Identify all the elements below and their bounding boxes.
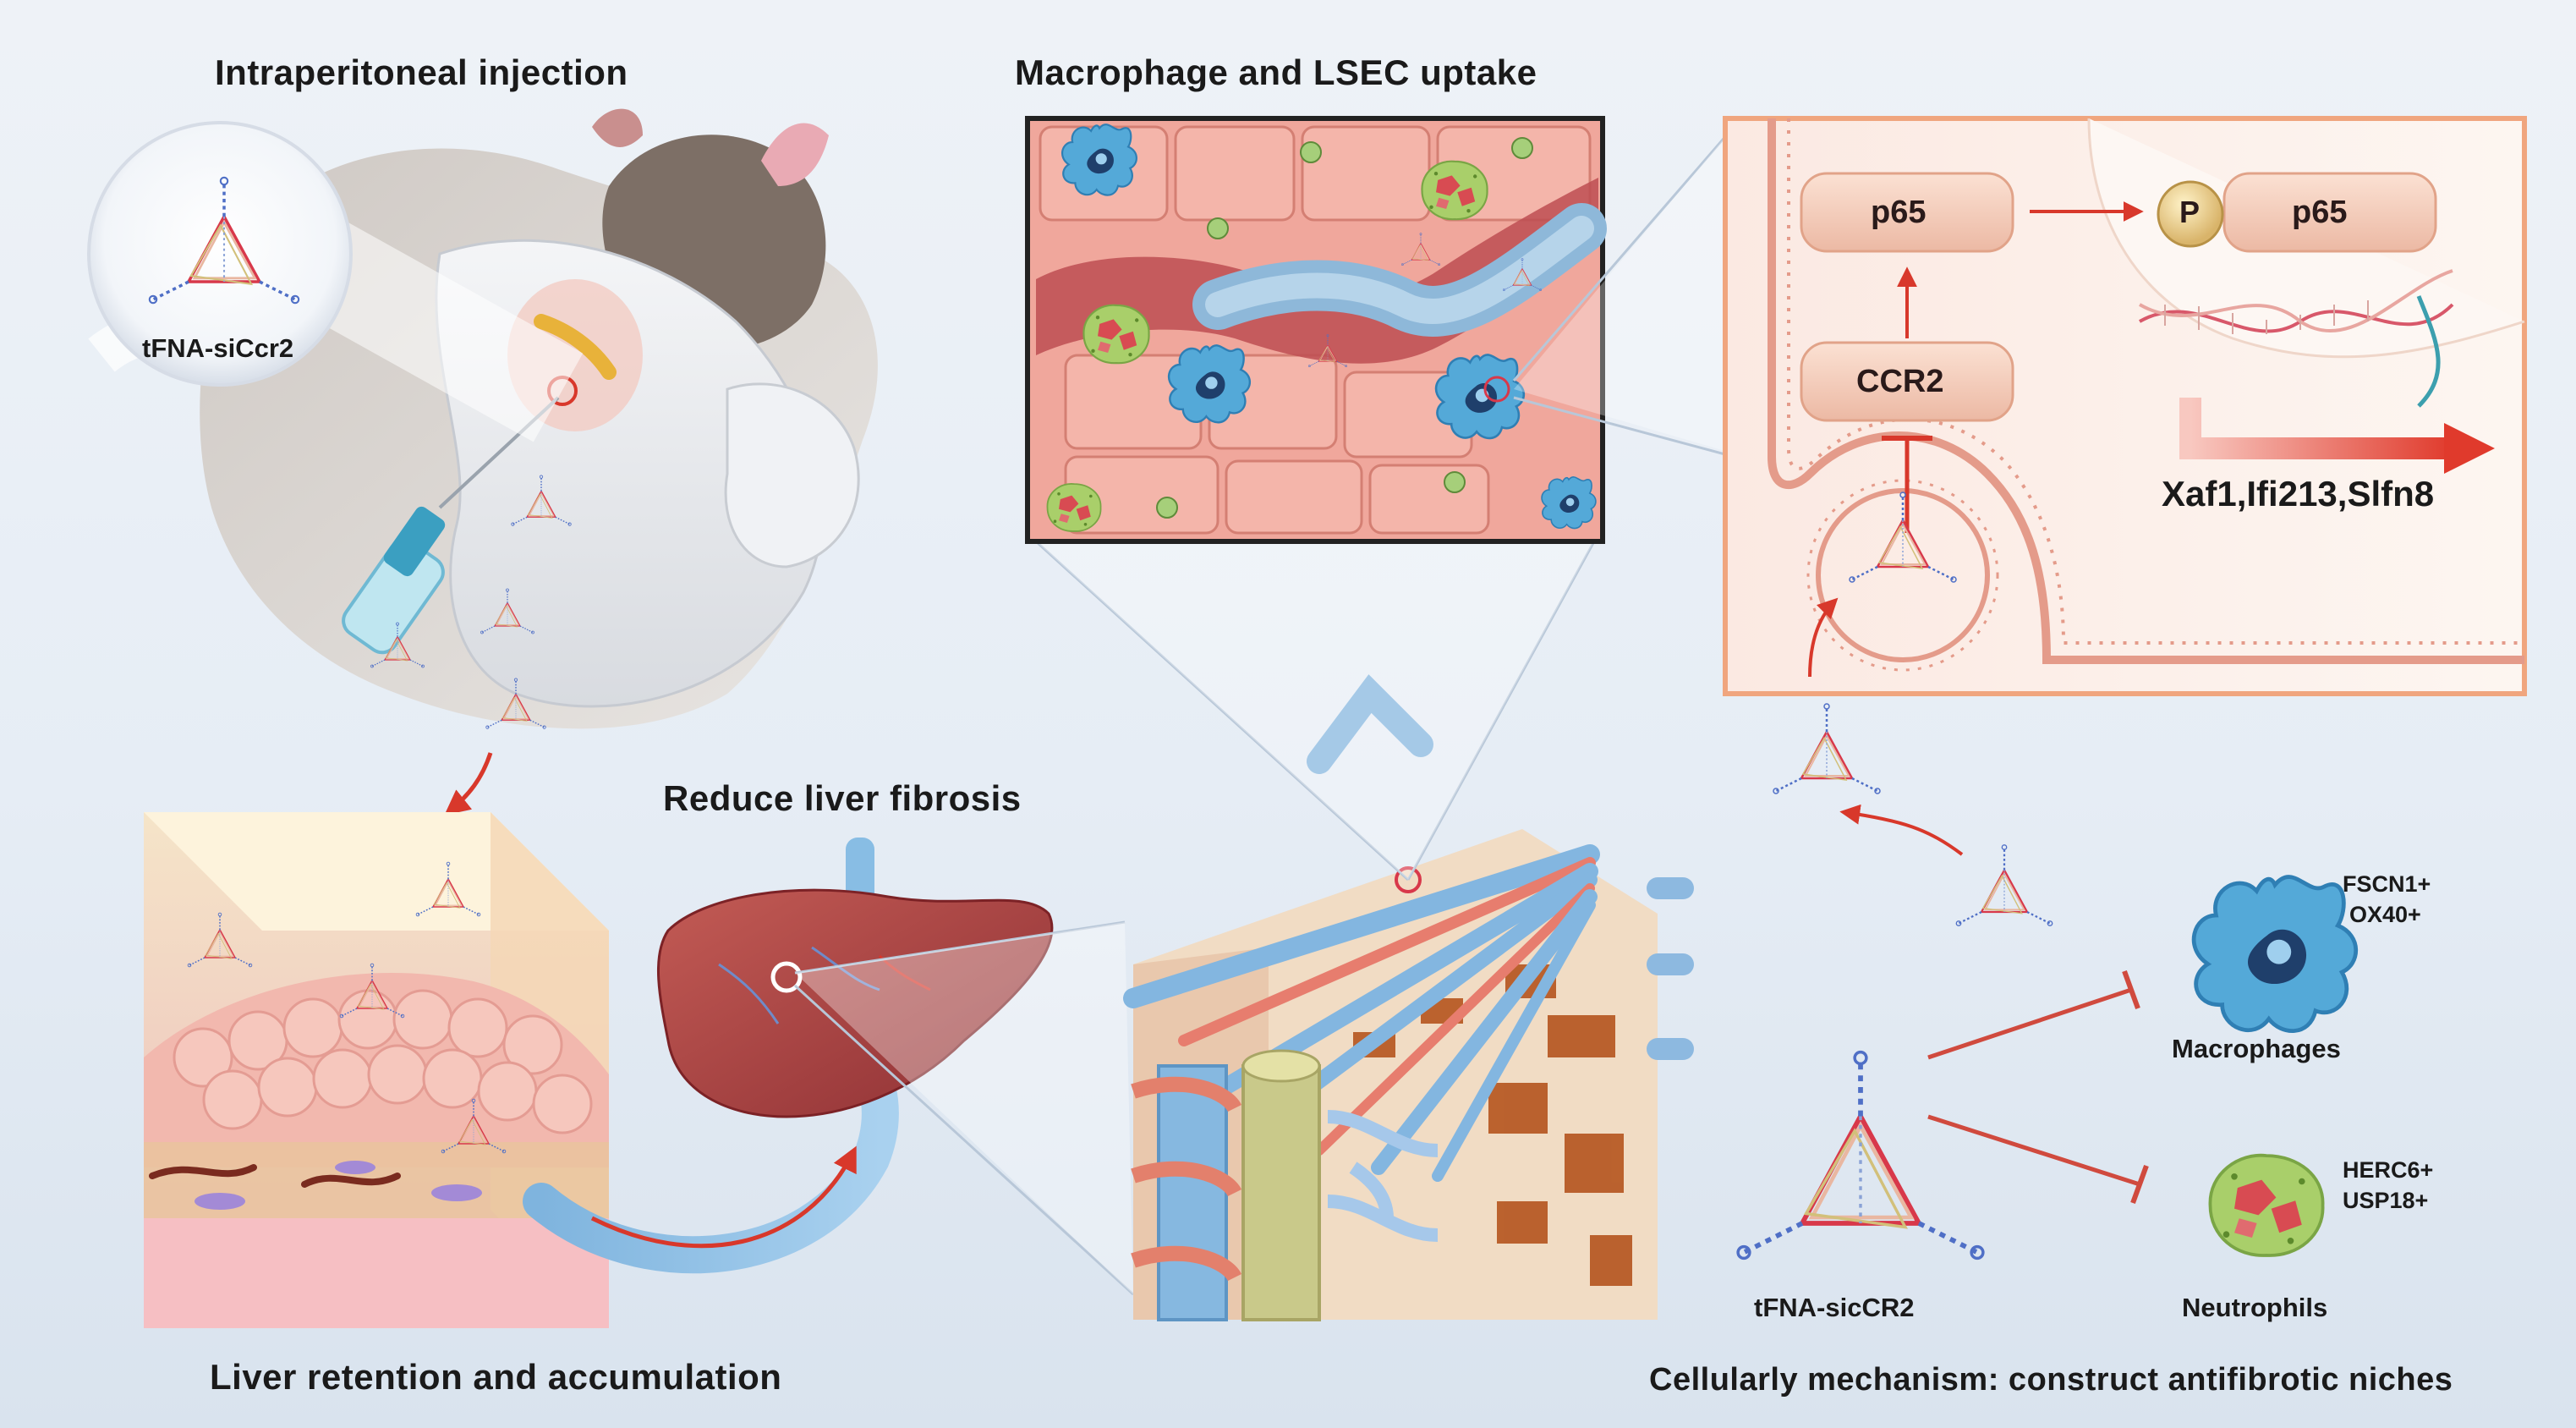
title-uptake: Macrophage and LSEC uptake [1015,52,1537,92]
zoom-lines-2 [1034,540,1596,882]
tfna-entering [1772,702,1882,795]
pill-p65-phospho: p65 [2292,195,2348,230]
label-tfna-sirna: tFNA-siCcr2 [142,333,294,363]
liver-tissue-block [144,812,609,1328]
marker-fscn1: FSCN1+ [2343,871,2431,897]
target-genes: Xaf1,Ifi213,Slfn8 [2162,474,2435,514]
label-neutrophils: Neutrophils [2182,1293,2328,1322]
phospho-ball: P [2179,195,2201,229]
tfna-entering [1955,843,2053,927]
flow-arrow [590,1145,857,1249]
arrow-to-tissue [444,752,493,816]
title-mechanism: Cellularly mechanism: construct antifibr… [1649,1362,2453,1398]
title-injection: Intraperitoneal injection [215,52,628,92]
title-reduce-fibrosis: Reduce liver fibrosis [663,778,1022,818]
tfna-bubble [87,121,584,442]
marker-herc6: HERC6+ [2343,1157,2434,1183]
uptake-panel [1025,116,1607,544]
pathway-panel [1723,116,2527,696]
label-macrophages: Macrophages [2172,1034,2341,1063]
title-retention: Liver retention and accumulation [210,1357,782,1397]
marker-ox40: OX40+ [2349,902,2421,927]
pill-p65: p65 [1871,195,1927,230]
label-tfna-sicr2: tFNA-sicCR2 [1754,1293,1915,1322]
pill-ccr2: CCR2 [1856,364,1944,399]
mechanism-diagram [1738,877,2356,1259]
zoom-lines [793,920,1135,1296]
marker-usp18: USP18+ [2343,1188,2429,1213]
liver-lobule [1123,674,1694,1321]
